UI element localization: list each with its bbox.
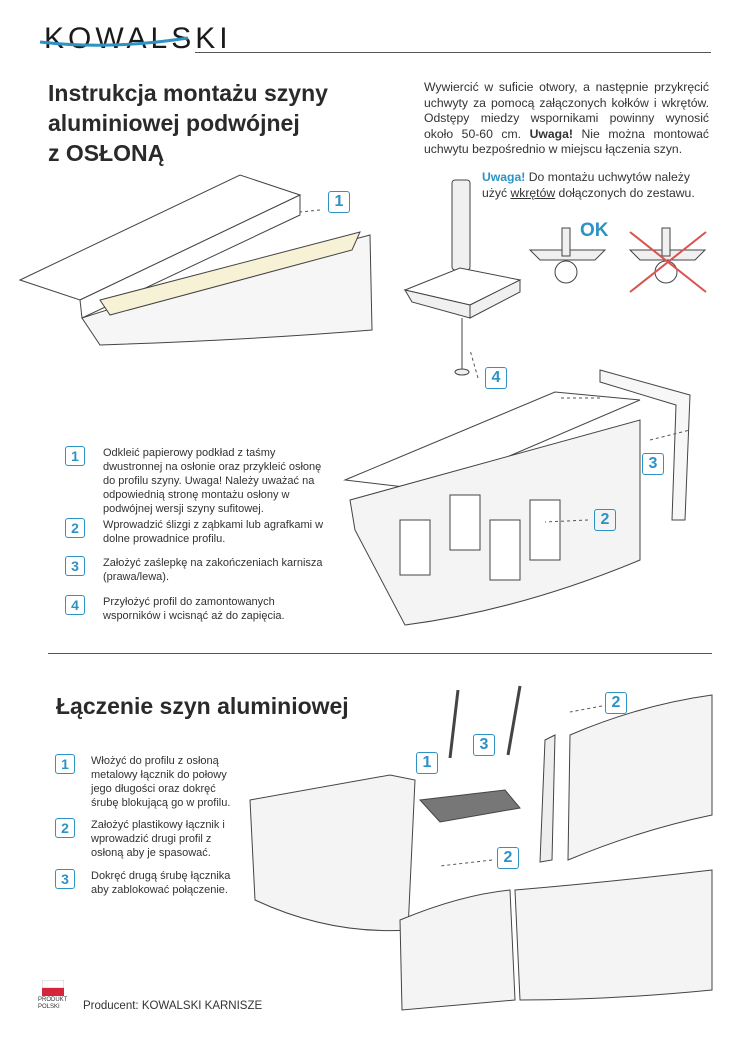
polish-flag-icon — [42, 980, 64, 996]
callout-2: 2 — [594, 509, 616, 531]
clip-forbidden-illustration — [628, 227, 707, 293]
section-title-joining: Łączenie szyn aluminiowej — [56, 693, 349, 719]
callout-1: 1 — [328, 191, 350, 213]
logo-swoosh-icon — [39, 36, 189, 47]
step-4: 4 Przyłożyć profil do zamontowanych wspo… — [65, 595, 335, 623]
step-1: 1 Odkleić papierowy podkład z taśmy dwus… — [65, 446, 335, 516]
rail-joining-illustration — [249, 685, 713, 1011]
step-2: 2 Wprowadzić ślizgi z ząbkami lub agrafk… — [65, 518, 335, 546]
bracket-illustration — [403, 179, 522, 376]
join-callout-3: 3 — [473, 734, 495, 756]
join-callout-1: 1 — [416, 752, 438, 774]
brand-logo: KOWALSKI — [44, 22, 232, 55]
ok-label: OK — [580, 220, 609, 241]
page-title: Instrukcja montażu szyny aluminiowej pod… — [48, 80, 328, 166]
section-divider — [48, 653, 712, 654]
mounting-intro: Wywiercić w suficie otwory, a następnie … — [424, 80, 709, 156]
header-rule — [195, 52, 711, 53]
step-3: 3 Założyć zaślepkę na zakończeniach karn… — [65, 556, 335, 584]
rail-assembly-illustration — [343, 369, 691, 626]
join-callout-2b: 2 — [497, 847, 519, 869]
join-callout-2a: 2 — [605, 692, 627, 714]
dashed-arrows — [299, 209, 691, 867]
rail-cover-illustration — [18, 174, 373, 346]
producer-label: Producent: KOWALSKI KARNISZE — [83, 1000, 263, 1012]
join-step-1: 1 Włożyć do profilu z osłoną metalowy łą… — [55, 754, 255, 810]
join-step-3: 3 Dokręć drugą śrubę łącznika aby zablok… — [55, 869, 255, 897]
callout-3: 3 — [642, 453, 664, 475]
clip-ok-illustration — [528, 227, 607, 284]
screw-warning: Uwaga! Do montażu uchwytów należy użyć w… — [482, 170, 695, 200]
join-step-2: 2 Założyć plastikowy łącznik i wprowadzi… — [55, 818, 255, 860]
callout-4: 4 — [485, 367, 507, 389]
